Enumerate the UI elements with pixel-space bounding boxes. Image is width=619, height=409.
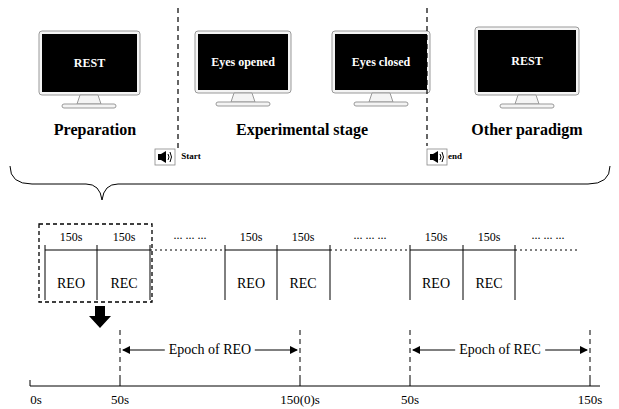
monitor-screen: Eyes opened: [198, 34, 288, 90]
duration-label: 150s: [113, 231, 136, 244]
duration-label: 150s: [292, 231, 315, 244]
time-label: 50s: [111, 393, 129, 407]
condition-label: REC: [110, 276, 137, 291]
stage-label: Experimental stage: [236, 121, 368, 139]
duration-label: 150s: [478, 231, 501, 244]
monitor-screen: REST: [478, 30, 576, 92]
screen-text: REST: [74, 56, 105, 71]
condition-label: REO: [237, 276, 265, 291]
condition-label: REC: [475, 276, 502, 291]
screen-text: Eyes opened: [211, 55, 275, 70]
epoch-label: Epoch of REC: [455, 342, 545, 357]
stage-label: Other paradigm: [471, 121, 582, 139]
cue-label: Start: [181, 152, 201, 162]
epoch-label: Epoch of REO: [165, 342, 255, 357]
condition-label: REO: [57, 276, 85, 291]
condition-label: REO: [422, 276, 450, 291]
cue-label: end: [448, 152, 462, 162]
time-label: 0s: [30, 393, 42, 407]
monitor-screen: Eyes closed: [335, 34, 427, 90]
ellipsis: ... ... ...: [354, 229, 387, 242]
stage-label: Preparation: [54, 121, 136, 139]
screen-text: Eyes closed: [352, 55, 410, 70]
screen-text: REST: [511, 54, 542, 69]
time-label: 150(0)s: [280, 393, 320, 407]
condition-label: REC: [289, 276, 316, 291]
time-label: 50s: [401, 393, 419, 407]
monitor-screen: REST: [42, 34, 137, 92]
ellipsis: ... ... ...: [174, 229, 207, 242]
duration-label: 150s: [240, 231, 263, 244]
duration-label: 150s: [60, 231, 83, 244]
time-label: 150s: [578, 393, 603, 407]
ellipsis: ... ... ...: [532, 229, 565, 242]
duration-label: 150s: [425, 231, 448, 244]
